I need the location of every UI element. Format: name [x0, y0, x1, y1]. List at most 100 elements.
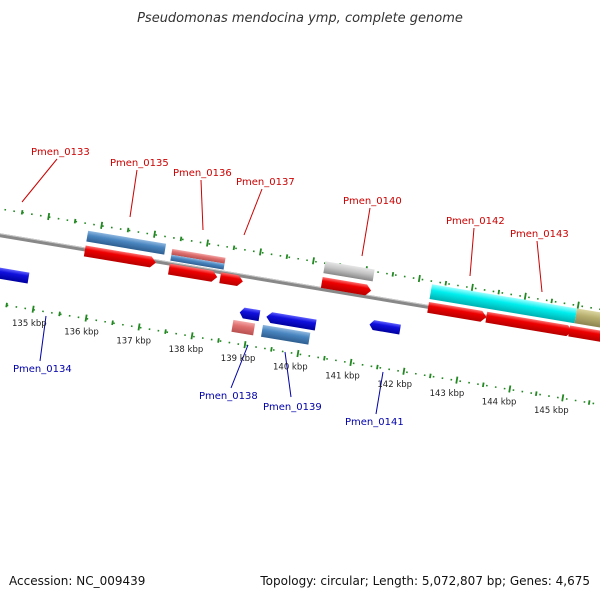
gene-pmen-0138-rna[interactable]: [231, 319, 256, 336]
scale-label: 140 kbp: [273, 363, 308, 373]
scale-label: 138 kbp: [169, 345, 204, 355]
gene-label[interactable]: Pmen_0133: [31, 147, 90, 158]
scale-minor-tick: [587, 400, 591, 405]
scale-tick: [470, 283, 474, 292]
gene-pmen-0136-rna[interactable]: [171, 248, 226, 264]
scale-minor-tick: [323, 355, 326, 361]
scale-minor-tick: [73, 218, 77, 224]
scale-tick: [561, 394, 565, 402]
scale-tick: [243, 341, 247, 349]
callout-pmen-0143: [536, 240, 543, 293]
scale-tick: [190, 332, 194, 340]
scale-tick: [31, 305, 35, 313]
callout-pmen-0140: [361, 207, 371, 257]
scale-label: 142 kbp: [377, 380, 412, 390]
scale-minor-tick: [429, 373, 432, 379]
gene-label[interactable]: Pmen_0136: [173, 168, 232, 179]
scale-minor-tick: [444, 280, 448, 286]
scale-minor-tick: [270, 346, 273, 352]
gene-pmen-0136-rna-lower[interactable]: [170, 254, 225, 270]
callout-pmen-0133: [21, 158, 58, 203]
scale-tick: [311, 257, 315, 265]
gene-pmen-0137[interactable]: [219, 272, 244, 287]
gene-pmen-0135-rna[interactable]: [86, 230, 167, 255]
track-group: [0, 192, 600, 406]
gene-pmen-0135[interactable]: [83, 245, 157, 269]
scale-minor-tick: [5, 302, 8, 308]
scale-tick: [259, 248, 262, 256]
scale-tick: [455, 376, 459, 384]
gene-pmen-0143-rna[interactable]: [574, 308, 600, 330]
callout-pmen-0137: [243, 188, 263, 236]
scale-minor-tick: [285, 254, 289, 259]
gene-label[interactable]: Pmen_0140: [343, 196, 402, 207]
scale-minor-tick: [58, 311, 61, 317]
scale-minor-tick: [164, 329, 167, 334]
scale-minor-tick: [482, 382, 485, 388]
scale-tick: [100, 221, 104, 229]
gene-next-forward[interactable]: [568, 325, 600, 344]
scale-tick: [84, 314, 88, 322]
lower-scale-ticks: [5, 302, 591, 405]
gene-pmen-0142[interactable]: [427, 301, 487, 323]
scale-minor-tick: [391, 271, 395, 277]
gene-label[interactable]: Pmen_0138: [199, 391, 258, 402]
scale-label: 144 kbp: [482, 398, 517, 408]
genome-summary-text: Topology: circular; Length: 5,072,807 bp…: [260, 574, 590, 588]
callout-pmen-0136: [200, 179, 204, 231]
scale-minor-tick: [217, 338, 220, 343]
scale-label: 137 kbp: [116, 336, 151, 346]
callout-pmen-0142: [469, 227, 475, 277]
scale-minor-tick: [111, 320, 114, 326]
scale-label: 135 kbp: [12, 319, 47, 329]
gene-pmen-0143[interactable]: [485, 311, 573, 337]
scale-label: 145 kbp: [534, 406, 569, 416]
scale-minor-tick: [232, 245, 236, 251]
scale-label: 141 kbp: [325, 371, 360, 381]
gene-label[interactable]: Pmen_0134: [13, 364, 72, 375]
scale-labels: 135 kbp 136 kbp 137 kbp 138 kbp 139 kbp 140 k…: [12, 319, 569, 416]
lower-scale-dots: [0, 285, 600, 406]
scale-tick: [417, 274, 421, 283]
callout-pmen-0134: [39, 315, 47, 362]
gene-label[interactable]: Pmen_0137: [236, 177, 295, 188]
scale-tick: [296, 349, 300, 358]
scale-minor-tick: [550, 298, 554, 304]
gene-label[interactable]: Pmen_0135: [110, 158, 169, 169]
scale-tick: [47, 212, 51, 221]
gene-pmen-0140[interactable]: [320, 277, 372, 296]
gene-pmen-0142-rna[interactable]: [429, 284, 578, 324]
scale-minor-tick: [497, 289, 501, 295]
scale-minor-tick: [126, 227, 130, 233]
gene-pmen-0136[interactable]: [167, 263, 218, 283]
scale-tick: [523, 292, 527, 300]
gene-label[interactable]: Pmen_0139: [263, 402, 322, 413]
gene-pmen-0140-rna[interactable]: [323, 261, 375, 282]
scale-minor-tick: [20, 209, 24, 215]
upper-scale-dots: [0, 192, 600, 313]
callout-pmen-0135: [129, 169, 138, 218]
gene-label[interactable]: Pmen_0142: [446, 216, 505, 227]
scale-label: 136 kbp: [64, 328, 99, 338]
scale-tick: [508, 385, 512, 393]
gene-label[interactable]: Pmen_0141: [345, 417, 404, 428]
gene-pmen-0139-rna[interactable]: [261, 324, 311, 345]
scale-tick: [349, 358, 353, 366]
gene-pmen-0134[interactable]: [0, 265, 30, 284]
gene-pmen-0139[interactable]: [265, 311, 317, 331]
scale-label: 143 kbp: [430, 389, 465, 399]
gene-label[interactable]: Pmen_0143: [510, 229, 569, 240]
gene-pmen-0138[interactable]: [239, 307, 261, 322]
scale-minor-tick: [179, 236, 183, 242]
callout-pmen-0138: [230, 344, 249, 389]
scale-tick: [576, 301, 580, 309]
upper-scale-ticks: [20, 209, 580, 309]
map-title: Pseudomonas mendocina ymp, complete geno…: [137, 11, 463, 26]
scale-label: 139 kbp: [221, 354, 256, 364]
scale-tick: [137, 323, 141, 331]
scale-tick: [206, 239, 209, 247]
callout-pmen-0139: [284, 351, 292, 398]
gene-pmen-0141[interactable]: [369, 320, 401, 335]
